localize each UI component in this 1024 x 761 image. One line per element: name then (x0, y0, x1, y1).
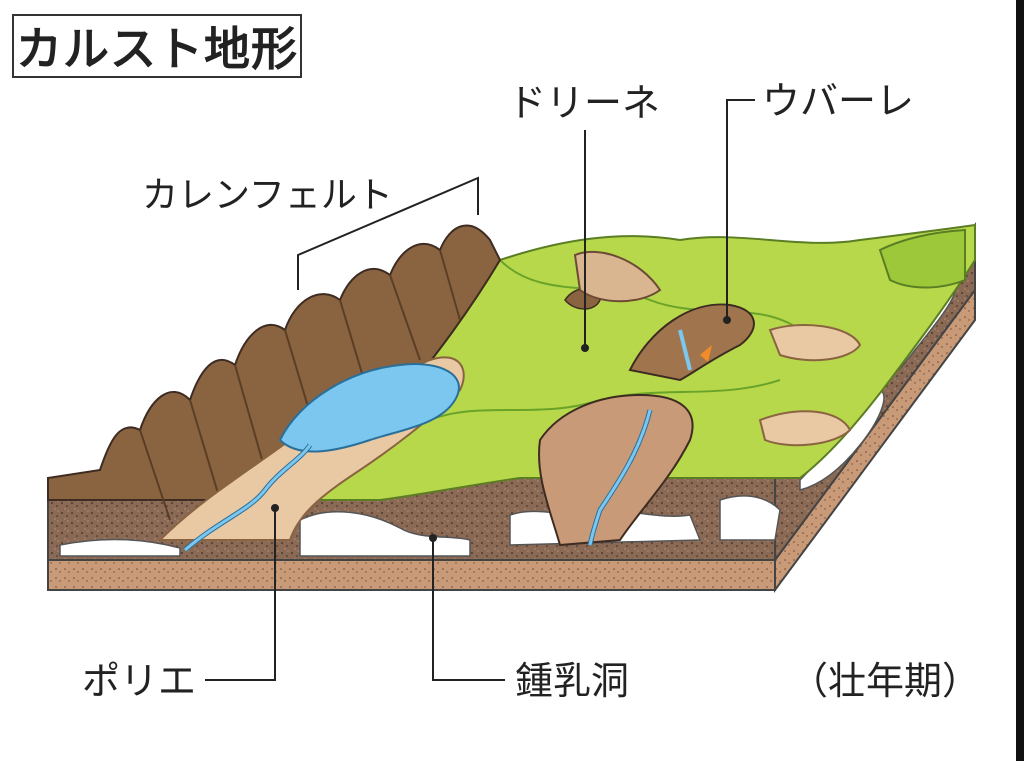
uvala-depression (628, 303, 862, 447)
polje-leader (205, 510, 276, 681)
karrenfeld-label: カレンフェルト (142, 175, 393, 216)
karrenfeld-leader (297, 176, 479, 290)
polje-basin (157, 356, 465, 552)
uvala-leader (726, 99, 755, 318)
polje-lake (278, 363, 460, 453)
leader-lines (205, 99, 755, 681)
doline-sinkhole (564, 250, 662, 310)
cave-label: 鍾乳洞 (515, 659, 630, 703)
diagram-title-box: カルスト地形 (12, 14, 302, 78)
uvala-label: ウバーレ (762, 79, 915, 123)
stage-label: （壮年期） (790, 659, 981, 703)
right-edge-bar (1016, 0, 1024, 761)
diagram-title: カルスト地形 (16, 22, 298, 76)
doline-label: ドリーネ (508, 81, 661, 125)
cave-leader (432, 540, 505, 681)
central-valley (538, 393, 694, 547)
polje-label: ポリエ (82, 659, 197, 703)
